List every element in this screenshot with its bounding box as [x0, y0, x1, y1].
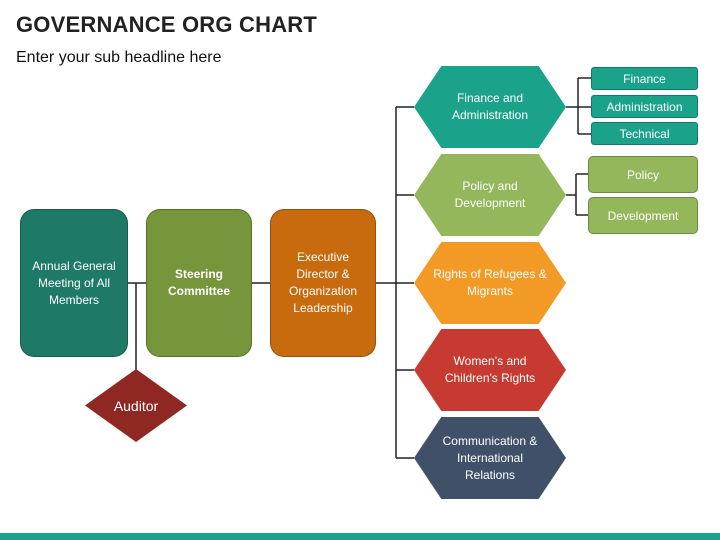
sub-label: Finance — [623, 71, 666, 86]
footer-bar — [0, 533, 720, 540]
finance-sub-administration[interactable]: Administration — [591, 95, 698, 118]
department-label: Policy and Development — [454, 179, 526, 210]
annual-general-meeting-label: Annual General Meeting of All Members — [32, 258, 116, 307]
department-communication[interactable]: Communication & International Relations — [414, 417, 566, 499]
department-label: Communication & International Relations — [442, 433, 538, 482]
sub-label: Administration — [606, 99, 683, 114]
annual-general-meeting-box[interactable]: Annual General Meeting of All Members — [20, 209, 128, 357]
sub-label: Technical — [619, 126, 670, 141]
executive-director-label: Executive Director & Organization Leader… — [288, 250, 358, 315]
department-womens-childrens-rights[interactable]: Women’s and Children's Rights — [414, 329, 566, 411]
policy-sub-policy[interactable]: Policy — [588, 156, 698, 193]
department-finance-administration[interactable]: Finance and Administration — [414, 66, 566, 148]
steering-committee-box[interactable]: Steering Committee — [146, 209, 252, 357]
department-label: Finance and Administration — [451, 91, 529, 122]
department-policy-development[interactable]: Policy and Development — [414, 154, 566, 236]
finance-sub-finance[interactable]: Finance — [591, 67, 698, 90]
finance-sub-technical[interactable]: Technical — [591, 122, 698, 145]
sub-label: Development — [607, 208, 679, 223]
department-label: Women’s and Children's Rights — [444, 354, 536, 385]
page-subtitle: Enter your sub headline here — [16, 49, 222, 66]
department-rights-refugees[interactable]: Rights of Refugees & Migrants — [414, 242, 566, 324]
steering-committee-label: Steering Committee — [167, 267, 230, 298]
policy-sub-development[interactable]: Development — [588, 197, 698, 234]
sub-label: Policy — [626, 167, 659, 182]
executive-director-box[interactable]: Executive Director & Organization Leader… — [270, 209, 376, 357]
page-title: GOVERNANCE ORG CHART — [16, 12, 318, 37]
auditor-label: Auditor — [113, 397, 159, 414]
department-label: Rights of Refugees & Migrants — [433, 267, 547, 298]
